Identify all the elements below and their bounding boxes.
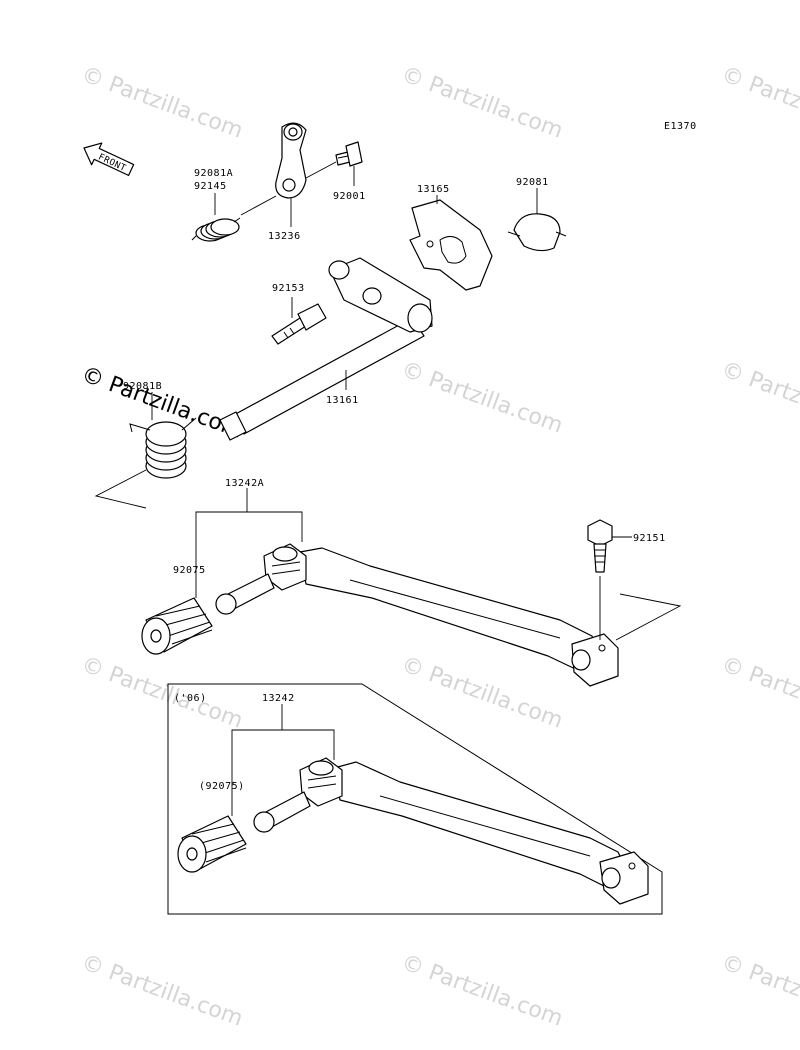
pedal-rubber-part [141, 597, 213, 655]
label-92081A: 92081A [194, 168, 233, 179]
label-92081: 92081 [516, 177, 549, 188]
stopper-plate-part [409, 199, 493, 291]
watermark: © Partzilla.com [398, 652, 566, 734]
label-92145: 92145 [194, 181, 227, 192]
label-13161: 13161 [326, 395, 359, 406]
label-inset-92075: (92075) [199, 781, 245, 792]
watermark: © Partzilla.com [78, 950, 246, 1032]
label-92151: 92151 [633, 533, 666, 544]
shift-lever-part [275, 122, 307, 199]
watermark: © Partzilla.com [718, 62, 800, 144]
label-92001: 92001 [333, 191, 366, 202]
watermark: © Partzilla.com [718, 950, 800, 1032]
gear-pedal-part [215, 543, 619, 687]
label-13165: 13165 [417, 184, 450, 195]
pin-part [271, 303, 327, 345]
spring-clip-part [507, 213, 567, 252]
inset-pedal-rubber-part [177, 815, 247, 873]
bolt-top-part [335, 141, 363, 167]
label-92075: 92075 [173, 565, 206, 576]
label-13242: 13242 [262, 693, 295, 704]
watermark: © Partzilla.com [398, 950, 566, 1032]
front-arrow-icon: FRONT [83, 142, 135, 177]
watermark: © Partzilla.com [718, 652, 800, 734]
watermark: © Partzilla.com [398, 62, 566, 144]
label-92153: 92153 [272, 283, 305, 294]
watermark: © Partzilla.com [718, 357, 800, 439]
bolt-pedal-part [587, 519, 613, 573]
watermark: © Partzilla.com [398, 357, 566, 439]
label-13236: 13236 [268, 231, 301, 242]
label-13242A: 13242A [225, 478, 264, 489]
diagram-code: E1370 [664, 121, 697, 132]
shift-shaft-part [219, 257, 433, 441]
watermark: © Partzilla.com [78, 652, 246, 734]
label-92081B: 92081B [123, 381, 162, 392]
torsion-spring-small [191, 217, 241, 242]
torsion-spring-large [129, 417, 197, 479]
inset-note: ('06) [174, 693, 207, 704]
inset-gear-pedal-part [253, 757, 649, 905]
watermark: © Partzilla.com [78, 62, 246, 144]
inset-box [167, 683, 663, 915]
